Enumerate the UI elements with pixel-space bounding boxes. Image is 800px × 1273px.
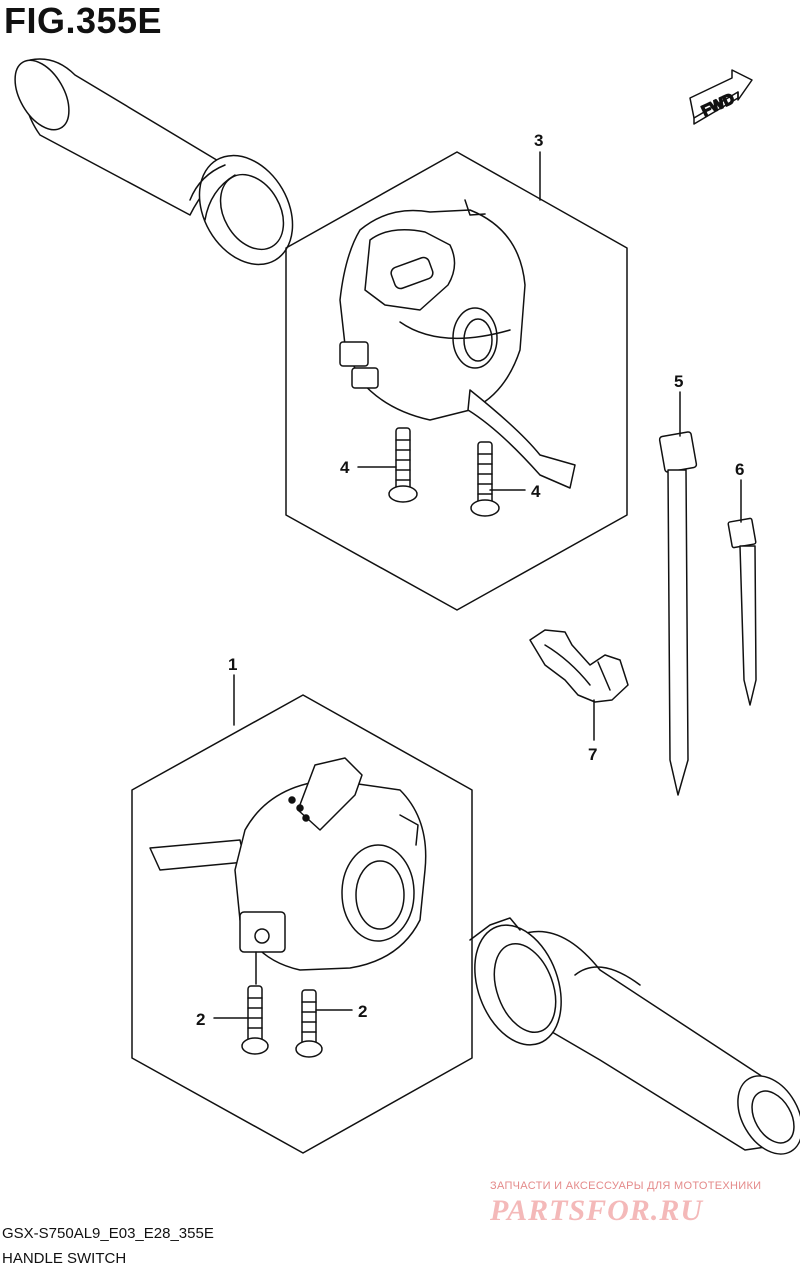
- assembly-frame-3: [285, 151, 628, 611]
- watermark-tagline: ЗАПЧАСТИ И АКСЕССУАРЫ ДЛЯ МОТОТЕХНИКИ: [490, 1180, 762, 1192]
- fwd-arrow-icon: FWD: [689, 69, 753, 125]
- callout-6: 6: [735, 460, 744, 479]
- screw-part-2b: [295, 989, 323, 1058]
- callout-4b: 4: [531, 482, 541, 501]
- watermark-logo: PARTSFOR.RU: [490, 1194, 703, 1227]
- throttle-grip-part: [469, 917, 800, 1155]
- screw-part-2a: [241, 985, 269, 1055]
- model-code: GSX-S750AL9_E03_E28_355E: [2, 1225, 214, 1242]
- cable-tie-part-5: [658, 431, 698, 796]
- assembly-frame-1: [131, 694, 473, 1154]
- figure-name: HANDLE SWITCH: [2, 1250, 127, 1267]
- callout-7: 7: [588, 745, 597, 764]
- screw-part-4b: [470, 441, 500, 517]
- callout-5: 5: [674, 372, 683, 391]
- figure-title: FIG.355E: [4, 0, 163, 41]
- callout-3: 3: [534, 131, 543, 150]
- screw-part-4a: [388, 427, 418, 503]
- cable-tie-part-6: [727, 517, 757, 706]
- clamp-part-7: [529, 629, 629, 703]
- left-grip-part: [14, 58, 294, 266]
- right-handle-switch-part: [339, 199, 576, 489]
- left-handle-switch-part: [149, 757, 427, 971]
- callout-2a: 2: [196, 1010, 205, 1029]
- callout-2b: 2: [358, 1002, 367, 1021]
- callout-1: 1: [228, 655, 237, 674]
- callout-4a: 4: [340, 458, 350, 477]
